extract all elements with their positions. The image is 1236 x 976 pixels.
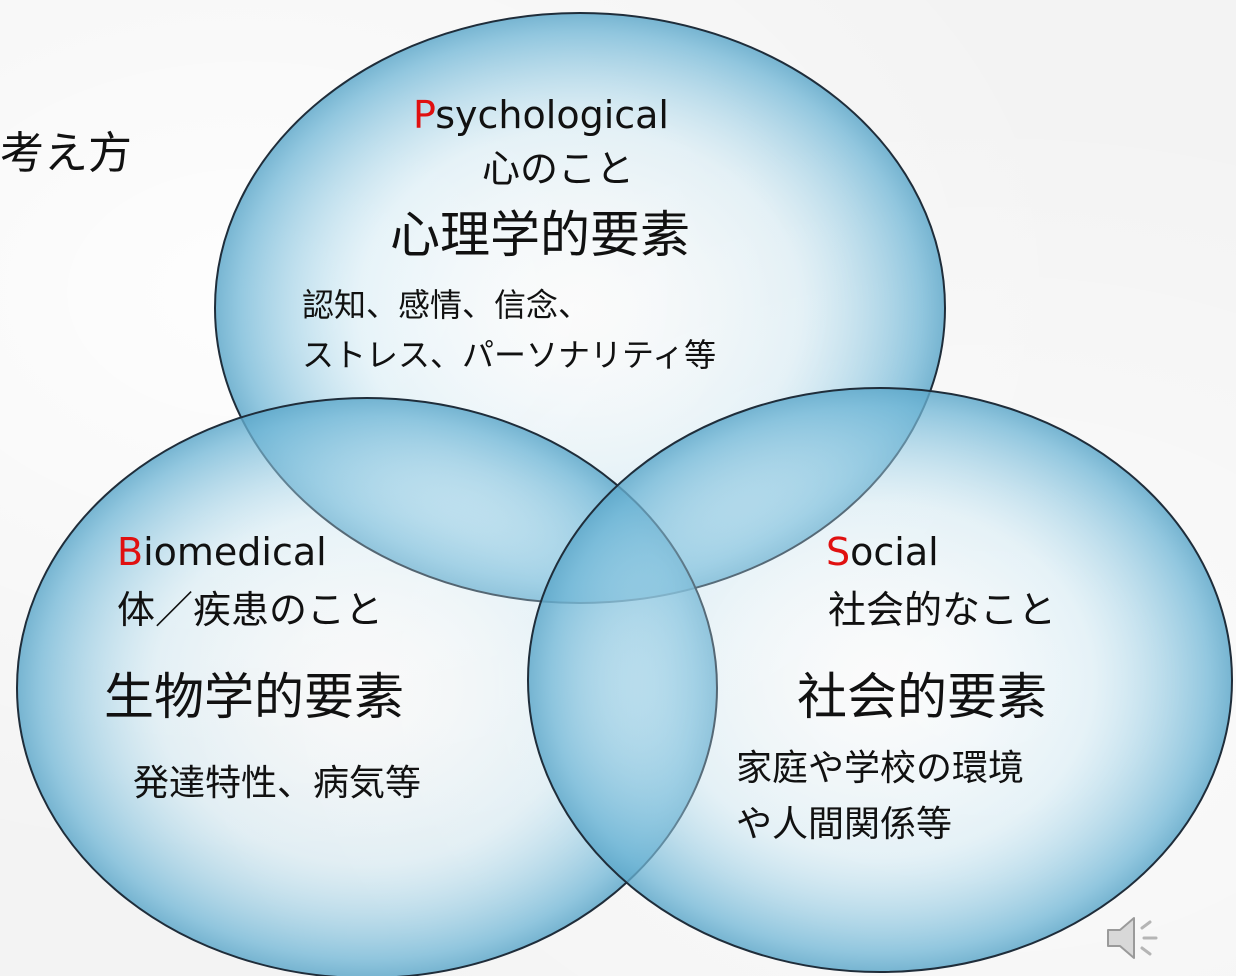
biomedical-heading: 生物学的要素: [104, 668, 404, 726]
social-label: Social: [826, 533, 939, 571]
speaker-icon[interactable]: [1104, 910, 1164, 966]
psychological-initial: P: [413, 93, 436, 137]
psychological-japanese: 心のこと: [482, 147, 635, 191]
slide-title-fragment: 考え方: [0, 128, 132, 179]
psychological-label-rest: sychological: [435, 93, 669, 137]
biomedical-label-rest: iomedical: [143, 530, 327, 574]
social-detail-2: や人間関係等: [736, 804, 953, 845]
psychological-detail-2: ストレス、パーソナリティ等: [302, 336, 717, 374]
biomedical-japanese: 体／疾患のこと: [117, 588, 384, 632]
biomedical-detail-1: 発達特性、病気等: [133, 763, 422, 804]
biomedical-label: Biomedical: [117, 533, 327, 571]
social-initial: S: [826, 530, 851, 574]
social-label-rest: ocial: [850, 530, 939, 574]
biomedical-initial: B: [117, 530, 144, 574]
social-detail-1: 家庭や学校の環境: [736, 748, 1025, 789]
psychological-label: Psychological: [413, 96, 669, 134]
social-heading: 社会的要素: [797, 668, 1047, 726]
social-japanese: 社会的なこと: [828, 588, 1057, 632]
social-circle: [527, 387, 1233, 973]
psychological-detail-1: 認知、感情、信念、: [302, 286, 591, 324]
psychological-heading: 心理学的要素: [390, 206, 690, 264]
